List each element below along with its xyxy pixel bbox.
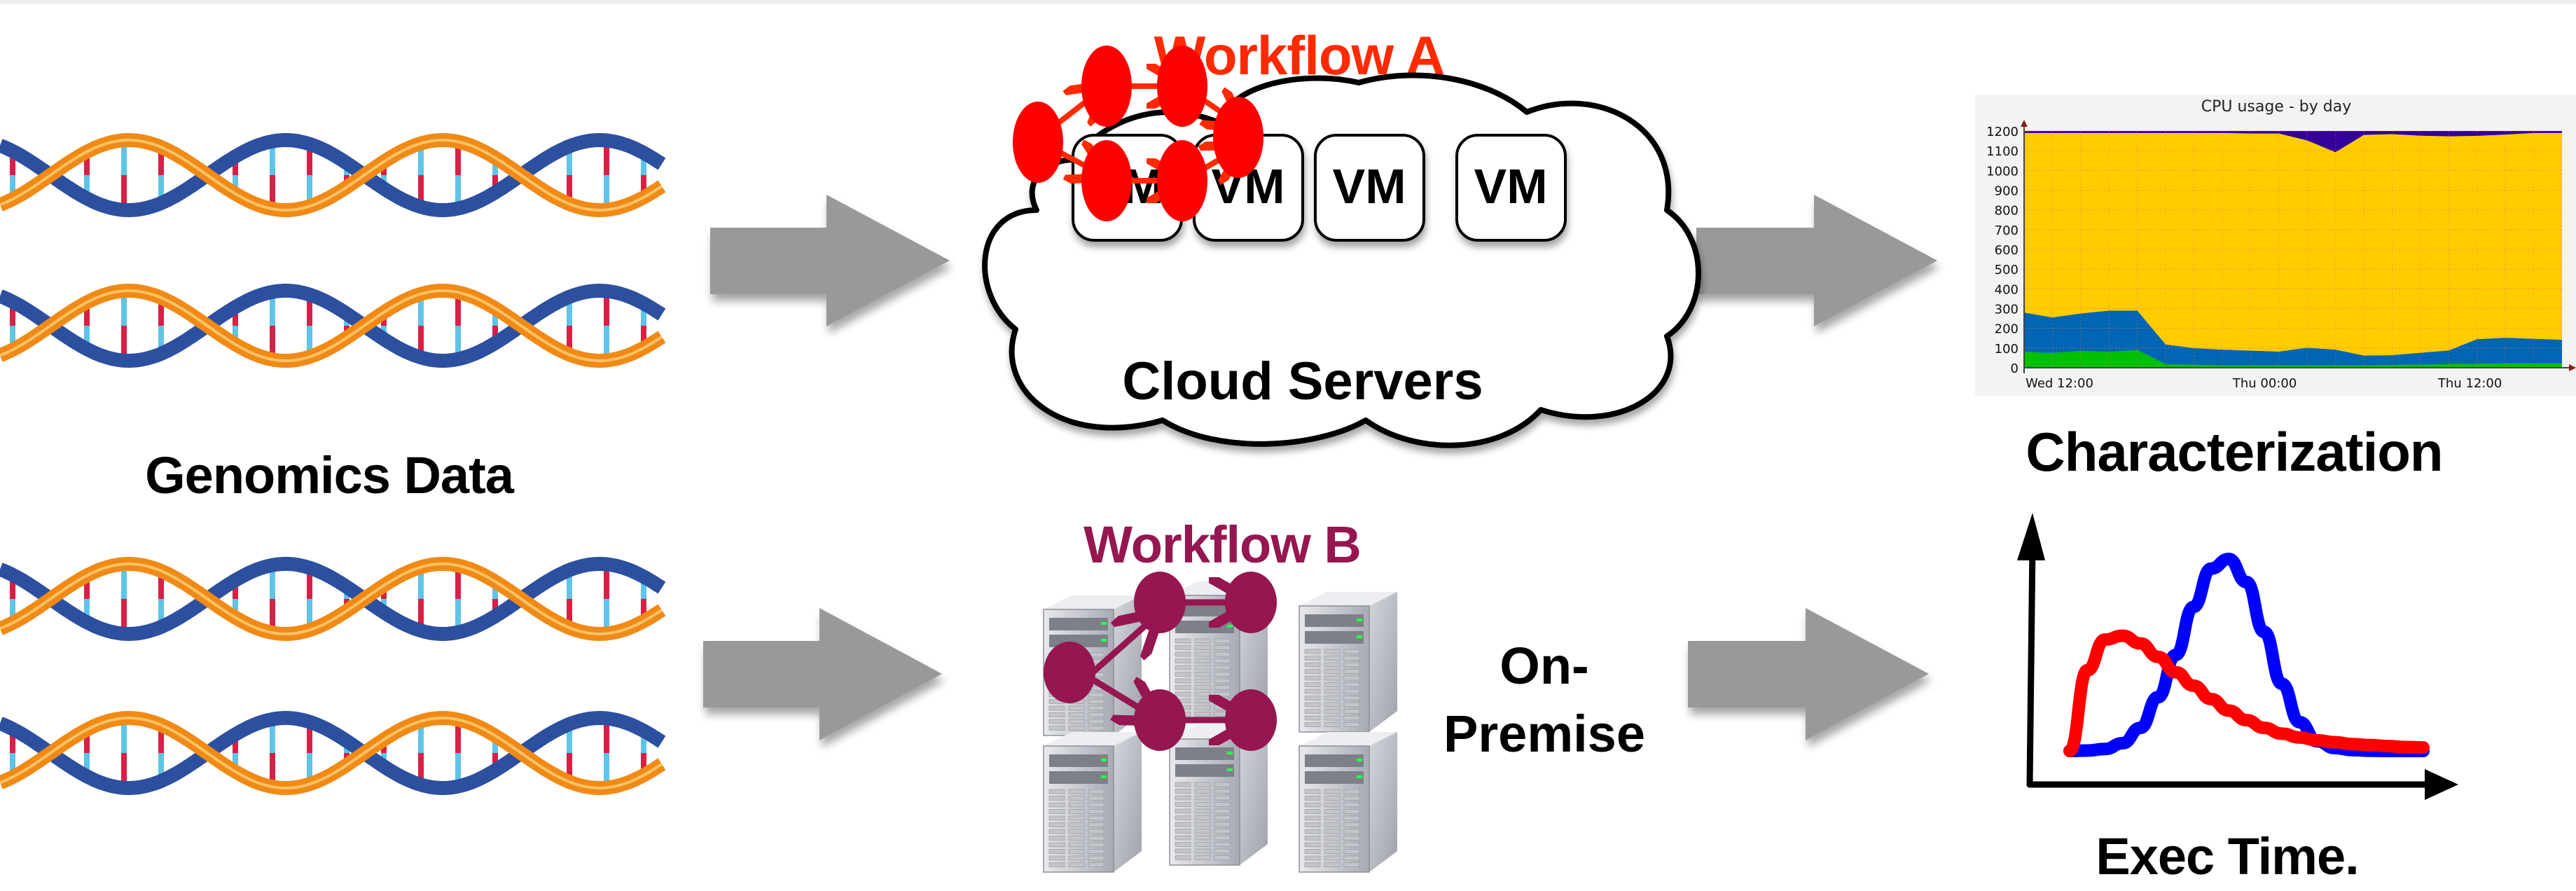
y-tick-label: 700 <box>1995 223 2018 238</box>
genomics-dna-group <box>0 132 666 796</box>
chart-title: CPU usage - by day <box>2201 98 2351 116</box>
server-tower-icon <box>1169 725 1268 866</box>
workflow-node-icon[interactable] <box>1134 572 1186 633</box>
x-tick-label: Thu 12:00 <box>2437 376 2502 391</box>
dna-helix-icon <box>0 710 666 796</box>
workflow-node-icon[interactable] <box>1013 102 1063 183</box>
dna-helix-icon <box>0 283 666 368</box>
dna-strand-highlight <box>0 716 663 790</box>
y-tick-label: 400 <box>1995 282 2018 297</box>
server-tower-icon <box>1043 732 1142 873</box>
workflow-node-icon[interactable] <box>1157 46 1207 127</box>
dna-strand-highlight <box>0 562 663 636</box>
workflow-node-icon[interactable] <box>1157 140 1207 221</box>
genomics-data-label: Genomics Data <box>145 446 514 504</box>
workflow-a-nodes <box>1013 46 1263 221</box>
y-axis-arrowhead <box>2017 513 2045 560</box>
y-tick-label: 0 <box>2011 361 2018 376</box>
exec-time-chart <box>2017 513 2458 800</box>
cloud-servers-label: Cloud Servers <box>1122 352 1483 411</box>
vm-label: VM <box>1333 159 1406 214</box>
vm-label: VM <box>1474 159 1548 214</box>
x-tick-label: Thu 00:00 <box>2232 376 2297 391</box>
flow-arrow-icon <box>703 608 942 740</box>
x-axis-arrowhead <box>2569 364 2576 371</box>
exec-axes <box>2017 513 2458 800</box>
dna-strand-highlight <box>0 289 663 363</box>
dna-strand-blue <box>0 283 666 368</box>
area-series-green <box>2024 350 2562 368</box>
distribution-curve-red <box>2063 629 2430 757</box>
dna-strand-blue <box>0 556 666 642</box>
vm-boxes: VM VM VM VM <box>1072 134 1567 242</box>
area-series-yellow <box>2024 132 2562 356</box>
on-premise-label-line2: Premise <box>1443 705 1645 763</box>
y-tick-label: 800 <box>1995 204 2018 219</box>
workflow-node-icon[interactable] <box>1225 689 1277 751</box>
workflow-node-icon[interactable] <box>1081 140 1132 221</box>
cpu-usage-chart: CPU usage - by day 0 100 200 300 400 500 600 70… <box>1975 95 2576 396</box>
x-tick-label: Wed 12:00 <box>2026 376 2093 391</box>
dna-helix-icon <box>0 132 666 218</box>
x-axis-arrowhead <box>2425 769 2458 800</box>
flow-arrow-icon <box>1696 195 1937 326</box>
workflow-node-icon[interactable] <box>1044 642 1095 703</box>
y-tick-label: 1200 <box>1986 125 2018 139</box>
workflow-b-graph <box>1044 572 1277 751</box>
y-tick-label: 600 <box>1995 243 2018 258</box>
vm-box-icon <box>1314 134 1425 242</box>
workflow-b-nodes <box>1044 572 1277 751</box>
server-tower-icon <box>1299 592 1397 733</box>
workflow-node-icon[interactable] <box>1225 572 1277 633</box>
workflow-node-icon[interactable] <box>1134 689 1186 751</box>
y-tick-label: 1100 <box>1986 144 2018 159</box>
dna-helix-icon <box>0 556 666 642</box>
dna-strand-blue <box>0 710 666 796</box>
characterization-label: Characterization <box>2026 421 2443 483</box>
dna-strand-blue <box>0 132 666 218</box>
workflow-b-title: Workflow B <box>1083 516 1362 574</box>
area-series-purple <box>2024 131 2562 153</box>
y-tick-label: 1000 <box>1986 164 2018 179</box>
y-tick-label: 100 <box>1995 342 2018 357</box>
vm-box-icon <box>1455 134 1567 242</box>
y-tick-label: 200 <box>1995 322 2018 337</box>
y-tick-label: 500 <box>1995 263 2018 277</box>
flow-arrow-icon <box>1688 608 1929 740</box>
flow-arrow-icon <box>710 195 950 326</box>
y-tick-label: 900 <box>1995 184 2018 199</box>
workflow-node-icon[interactable] <box>1081 46 1132 127</box>
dna-strand-highlight <box>0 138 663 212</box>
cloud-servers-group: VM VM VM VM Cloud Servers <box>982 46 1701 448</box>
on-premise-label-line1: On- <box>1500 637 1589 695</box>
server-tower-icon <box>1299 732 1397 873</box>
exec-time-label: Exec Time. <box>2096 827 2359 885</box>
area-series-blue <box>2024 310 2562 366</box>
y-tick-label: 300 <box>1995 303 2018 317</box>
top-border <box>0 0 2576 4</box>
y-axis <box>2026 543 2036 788</box>
workflow-node-icon[interactable] <box>1213 97 1263 178</box>
y-axis-arrowhead <box>2021 120 2028 127</box>
